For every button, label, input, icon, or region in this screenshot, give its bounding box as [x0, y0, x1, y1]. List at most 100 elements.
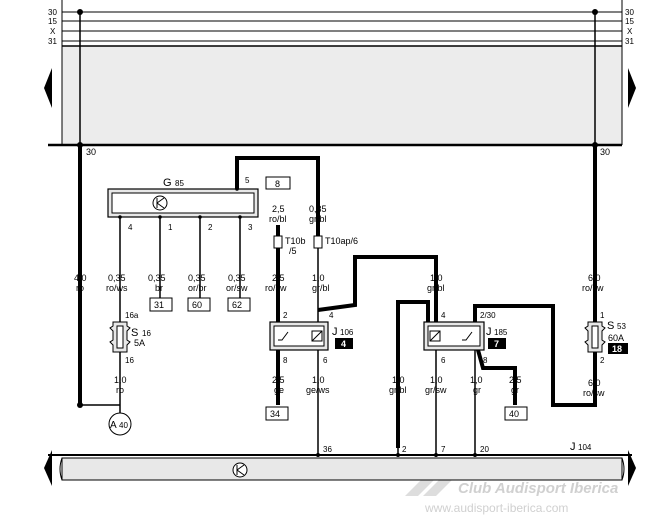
- j106-pin-8: 8: [283, 356, 288, 365]
- wire-or-sw-size: 0,35: [228, 273, 246, 283]
- s16-rating: 5A: [134, 338, 145, 348]
- node-right-30: [592, 9, 598, 15]
- top-panel: 30 15 X 31 30 15 X 31: [44, 0, 636, 147]
- j185-pin-230: 2/30: [480, 311, 496, 320]
- wire-gr-sw-color: gr/sw: [425, 385, 447, 395]
- j106-badge-label: 4: [341, 339, 346, 349]
- s53-badge-label: 18: [612, 344, 622, 354]
- g85-pin-3: 3: [248, 223, 253, 232]
- top-panel-fill: [62, 46, 622, 144]
- ref-box-60: [187, 297, 211, 312]
- feed-wires: 30 4,0 ro 30 6,0 ro/sw: [74, 9, 610, 408]
- t10b-line2: /5: [289, 246, 297, 256]
- t10ap-connector-icon: [313, 235, 323, 249]
- t10b-connector-icon: [273, 235, 283, 249]
- j104-pin-7: 7: [441, 445, 446, 454]
- j106-coil-diagonal: [311, 330, 323, 342]
- rail-label-15-left: 15: [48, 17, 57, 26]
- upper-wiring: 8 2,5 ro/bl 0,35 gr/bl T10b /5 T10ap/6 2…: [235, 156, 597, 448]
- g85-inner: [111, 192, 255, 214]
- wire-ge-ws-size: 1,0: [312, 375, 325, 385]
- s53-pin-2: 2: [600, 356, 605, 365]
- j104-pin36-dot: [316, 453, 320, 457]
- j185-pin-4: 4: [441, 311, 446, 320]
- wire-ro-bl-color: ro/bl: [269, 214, 287, 224]
- j185-switch-icon: [462, 331, 473, 341]
- rail-label-15-right: 15: [625, 17, 634, 26]
- j106-sub: 106: [340, 328, 354, 337]
- j104-body: [61, 457, 623, 481]
- g85-pin-4: 4: [128, 223, 133, 232]
- a40-name: A: [110, 420, 117, 431]
- j104-right-cap: [621, 457, 625, 481]
- s53-sub: 53: [617, 322, 626, 331]
- rail-label-x-left: X: [50, 27, 56, 36]
- j104-pin20-dot: [473, 453, 477, 457]
- watermark-url: www.audisport-iberica.com: [424, 501, 568, 515]
- g85-name: G: [163, 177, 172, 189]
- scroll-left-arrow-bottom-icon[interactable]: [44, 450, 52, 486]
- wire-gr-bl035-color: gr/bl: [309, 214, 327, 224]
- g85-sensor: G 85 5 4 1 2 3: [107, 176, 259, 232]
- s53-pin-1: 1: [600, 311, 605, 320]
- watermark-title: Club Audisport Iberica: [458, 480, 618, 497]
- j185-pin-8: 8: [483, 356, 488, 365]
- wire-g85-pin5: [235, 156, 320, 237]
- g85-pin-2: 2: [208, 223, 213, 232]
- g85-transistor-icon: [152, 195, 168, 211]
- j185-badge-label: 7: [494, 339, 499, 349]
- ref-box-8-label: 8: [275, 179, 280, 189]
- wire-ro40-size: 4,0: [74, 273, 87, 283]
- wire-ro-sw25-color: ro/sw: [265, 283, 287, 293]
- ref-box-62: [227, 297, 251, 312]
- ref-box-31: [149, 297, 173, 312]
- j106-switch-icon: [278, 331, 289, 341]
- wire-or-sw-color: or/sw: [226, 283, 248, 293]
- wire-j185-to-s53: [473, 304, 597, 407]
- wire-gr-25: [476, 349, 517, 405]
- wire-gr25-size: 2,5: [509, 375, 522, 385]
- wire-ro-sw-60b-size: 6,0: [588, 378, 601, 388]
- ref-box-31-label: 31: [154, 300, 164, 310]
- wire-ro-sw-60a-color: ro/sw: [582, 283, 604, 293]
- wire-j106-to-j185: [317, 255, 438, 322]
- ref-box-34: [265, 406, 289, 421]
- wire-ro-ws-size: 0,35: [108, 273, 126, 283]
- wire-ro-sw-60b-color: ro/sw: [583, 388, 605, 398]
- terminal-left-30: 30: [86, 147, 96, 157]
- scroll-right-arrow-icon[interactable]: [628, 68, 636, 108]
- wire-or-br-size: 0,35: [188, 273, 206, 283]
- wire-gr-bl10c-size: 1,0: [392, 375, 405, 385]
- rail-label-31-right: 31: [625, 37, 634, 46]
- s16-sub: 16: [142, 329, 151, 338]
- node-left-30: [77, 9, 83, 15]
- j106-badge: [335, 338, 353, 349]
- scroll-left-arrow-icon[interactable]: [44, 68, 52, 108]
- s16-name: S: [131, 327, 138, 339]
- j104-transistor-collector: [236, 464, 245, 471]
- s53-badge: [608, 343, 628, 354]
- j185-name: J: [486, 326, 492, 338]
- wire-ro-sw25-size: 2,5: [272, 273, 285, 283]
- g85-pin-5: 5: [245, 176, 250, 185]
- wire-gr-sw-size: 1,0: [430, 375, 443, 385]
- rail-label-x-right: X: [627, 27, 633, 36]
- wire-gr-size: 1,0: [470, 375, 483, 385]
- scroll-right-arrow-bottom-icon[interactable]: [628, 450, 636, 486]
- rail-label-31-left: 31: [48, 37, 57, 46]
- j106-pin-4: 4: [329, 311, 334, 320]
- s16-fuse-element-icon: [116, 325, 124, 349]
- j106-pin-6: 6: [323, 356, 328, 365]
- wire-gr-bl10c-color: gr/bl: [389, 385, 407, 395]
- wire-ge-color: ge: [274, 385, 284, 395]
- s16-pin-in: 16a: [125, 311, 139, 320]
- j104-left-cap: [59, 457, 63, 481]
- j185-coil-diagonal: [429, 330, 441, 342]
- watermark-logo-icon-2: [423, 476, 456, 496]
- rail-label-30-right: 30: [625, 8, 634, 17]
- wire-ro-sw-60a-size: 6,0: [588, 273, 601, 283]
- wire-gr-bl-to-j104: [396, 300, 430, 448]
- wire-ge-ws-color: ge/ws: [306, 385, 330, 395]
- s53-rating: 60A: [608, 333, 624, 343]
